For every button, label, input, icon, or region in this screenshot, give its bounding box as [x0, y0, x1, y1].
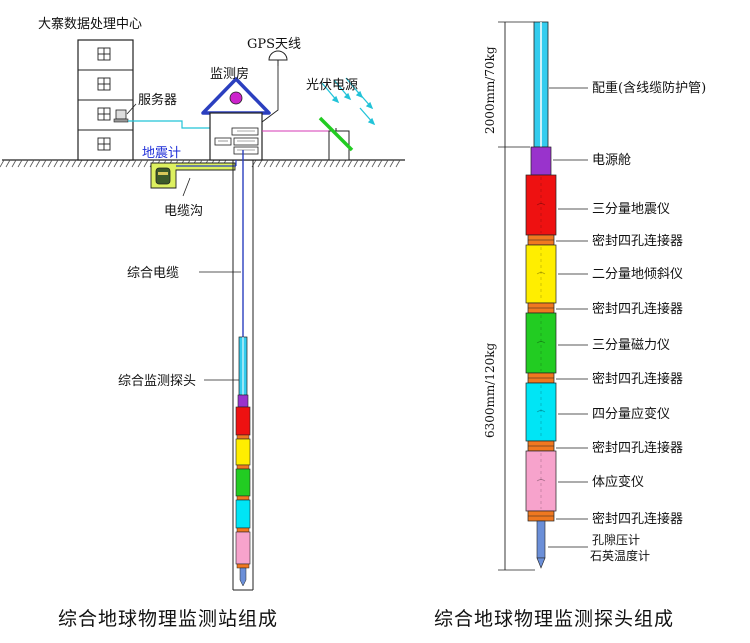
probe-label-connector-2: 密封四孔连接器	[592, 301, 683, 317]
probe-label-counterweight: 配重(含线缆防护管)	[592, 80, 706, 96]
pore-label: 孔隙压计	[592, 533, 640, 547]
solar-panel-icon	[318, 77, 376, 161]
seismometer-label: 地震计	[142, 146, 181, 161]
power-cabin	[530, 146, 552, 176]
probe-label-seismometer-3c: 三分量地震仪	[592, 202, 670, 217]
seismometer-icon	[155, 167, 171, 185]
probe-label-power-cabin: 电源舱	[592, 153, 631, 168]
cable-trench	[150, 160, 237, 189]
gps-label: GPS天线	[247, 37, 301, 52]
sensor-tip-point	[536, 557, 546, 569]
probe-label-tiltmeter-2c: 二分量地倾斜仪	[592, 267, 683, 282]
volume-strainmeter	[525, 450, 557, 512]
data-center-label: 大寨数据处理中心	[38, 16, 142, 32]
quartz-label: 石英温度计	[590, 548, 650, 563]
probe-label: 综合监测探头	[118, 374, 196, 389]
left-caption: 综合地球物理监测站组成	[58, 608, 278, 630]
magnetometer-3c	[525, 312, 557, 374]
probe-label-volume-strainmeter: 体应变仪	[592, 474, 644, 490]
probe-label-connector-4: 密封四孔连接器	[592, 440, 683, 456]
probe-label-connector-3: 密封四孔连接器	[592, 371, 683, 387]
monitor-room	[201, 77, 271, 161]
probe-label-magnetometer-3c: 三分量磁力仪	[592, 338, 670, 353]
probe-labels: 电源舱三分量地震仪密封四孔连接器二分量地倾斜仪密封四孔连接器三分量磁力仪密封四孔…	[549, 80, 706, 527]
right-caption: 综合地球物理监测探头组成	[434, 608, 674, 630]
small-probe	[235, 336, 251, 587]
monitor-room-label: 监测房	[210, 66, 249, 82]
gps-antenna-icon	[257, 50, 288, 126]
sensor-tip	[536, 520, 546, 559]
composite-cable-label: 综合电缆	[127, 265, 179, 281]
depth-bottom-label: 6300mm/120kg	[483, 342, 497, 438]
server-label: 服务器	[138, 92, 177, 108]
cable-trench-label: 电缆沟	[164, 203, 203, 219]
strainmeter-4c	[525, 382, 557, 442]
borehole	[232, 150, 254, 591]
probe-label-connector-5: 密封四孔连接器	[592, 511, 683, 527]
seismometer-3c	[525, 174, 557, 236]
probe-assembly	[525, 21, 557, 569]
server-icon	[113, 103, 137, 123]
dimension-lines	[498, 21, 535, 571]
data-center-building	[77, 39, 134, 161]
probe-label-connector-1: 密封四孔连接器	[592, 233, 683, 249]
depth-top-label: 2000mm/70kg	[483, 46, 497, 134]
probe-label-strainmeter-4c: 四分量应变仪	[592, 406, 670, 422]
solar-label: 光伏电源	[306, 78, 358, 93]
fiber-link	[128, 120, 212, 129]
